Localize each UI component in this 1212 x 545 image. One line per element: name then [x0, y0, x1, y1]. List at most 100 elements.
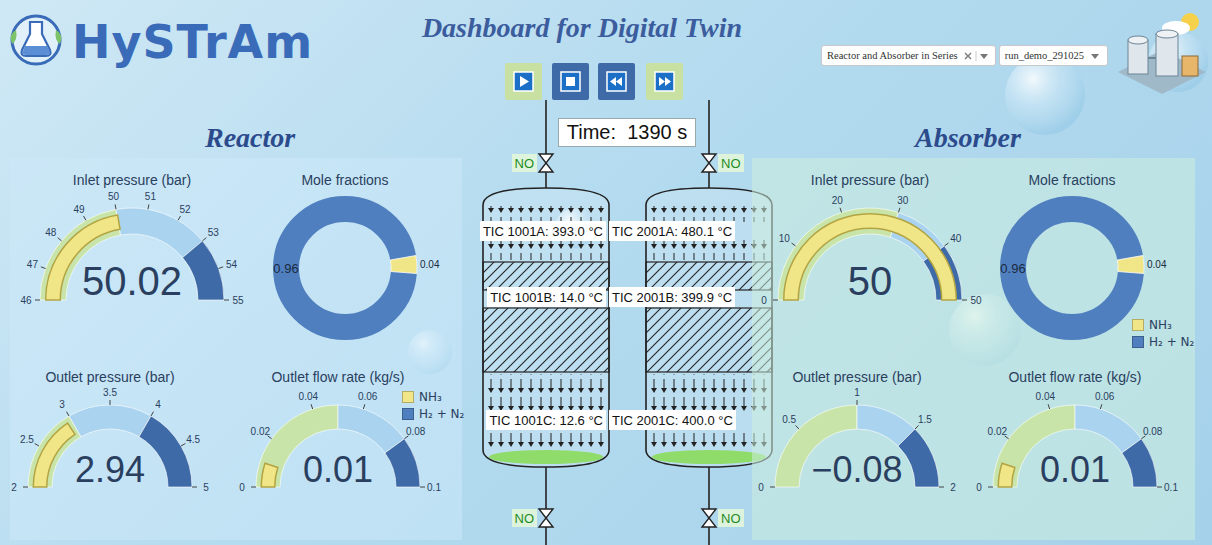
- gauge-tick: [363, 404, 365, 409]
- gauge-band: [898, 429, 939, 487]
- legend-text: NH₃: [1149, 318, 1172, 332]
- gauge-tick-label: 55: [232, 295, 243, 306]
- gauge-value-bar: [261, 463, 278, 487]
- gauge-tick: [915, 425, 919, 429]
- gauge-tick: [311, 404, 313, 409]
- gauge-tick-label: 46: [20, 295, 31, 306]
- pipe: [545, 100, 547, 188]
- gauge-tick: [84, 216, 87, 220]
- forward-button: [646, 63, 683, 100]
- gauge-tick: [1048, 404, 1050, 409]
- gauge-tick-label: 10: [779, 233, 790, 244]
- legend-swatch: [402, 408, 414, 420]
- gauge-value-bar: [33, 423, 75, 487]
- temperature-tag: TIC 2001C: 400.0 °C: [609, 410, 736, 430]
- node-text: TIC 1001C: 12.6 °C: [489, 413, 603, 428]
- gauge-tick-label: 0.08: [1143, 426, 1162, 437]
- gauge-band: [139, 416, 192, 487]
- stop-button: [552, 63, 589, 100]
- gauge-tick-label: 52: [179, 204, 190, 215]
- legend-item: H₂ + N₂: [402, 407, 464, 421]
- slice-value: 0.04: [420, 259, 439, 270]
- valve-symbol: [702, 509, 716, 527]
- gauge-band: [183, 241, 224, 300]
- pipe: [545, 467, 547, 545]
- pipe: [708, 100, 710, 188]
- temperature-tag: TIC 2001B: 399.9 °C: [609, 287, 735, 307]
- gauge-tick-label: 0.04: [1036, 391, 1055, 402]
- gauge-tick-label: 2: [950, 482, 956, 493]
- donut-slice: [1117, 256, 1144, 274]
- node-text: TIC 2001B: 399.9 °C: [612, 290, 732, 305]
- gauge-tick: [67, 412, 70, 416]
- gauge-tick: [23, 487, 28, 488]
- valve-symbol: [539, 154, 553, 172]
- gauge-tick: [420, 487, 425, 488]
- donut-ring: [286, 209, 404, 327]
- gauge-tick: [115, 204, 117, 209]
- gauge-title: Outlet flow rate (kg/s): [271, 369, 404, 385]
- caret-icon: [1091, 54, 1099, 59]
- node-text: NO: [515, 156, 535, 171]
- gauge-value-bar: [998, 463, 1015, 487]
- gauge-tick: [151, 412, 154, 416]
- valve-symbol: [702, 154, 716, 172]
- separator: [975, 51, 976, 61]
- gauge-tick: [962, 300, 967, 301]
- play-button: [505, 63, 542, 100]
- gauge-tick: [857, 400, 858, 405]
- gauge-tick-label: 4: [155, 399, 161, 410]
- gauge-band: [1122, 439, 1157, 487]
- gauge-tick: [35, 444, 39, 447]
- valve-status: NO: [718, 154, 744, 172]
- gauge-tick: [110, 400, 111, 405]
- gauge-tick-label: 40: [950, 233, 961, 244]
- gauge-value: 0.01: [303, 449, 373, 491]
- node-text: NO: [721, 511, 741, 526]
- node-text: TIC 2001A: 480.1 °C: [612, 224, 732, 239]
- temperature-tag: TIC 1001B: 14.0 °C: [487, 287, 606, 307]
- caret-icon: [980, 54, 988, 59]
- clear-icon: [965, 53, 971, 59]
- pipe: [708, 467, 710, 545]
- panel-heading: Absorber: [915, 122, 1021, 154]
- valve-status: NO: [718, 509, 744, 527]
- temperature-tag: TIC 1001A: 393.0 °C: [480, 221, 606, 241]
- gauge-tick-label: 0.08: [406, 426, 425, 437]
- gauge-band: [385, 439, 420, 487]
- gauge-band: [28, 416, 81, 487]
- gauge-tick-label: 1: [854, 387, 860, 398]
- dropdown: run_demo_291025: [999, 45, 1108, 66]
- gauge-tick-label: 0: [758, 482, 764, 493]
- legend-text: H₂ + N₂: [1149, 335, 1194, 349]
- gauge-tick: [944, 243, 948, 246]
- gauge-tick: [939, 487, 944, 488]
- rewind-button: [598, 63, 635, 100]
- slice-value: 0.96: [273, 261, 298, 276]
- gauge-value: 0.01: [1040, 449, 1110, 491]
- gauge-tick-label: 47: [27, 259, 38, 270]
- gauge-tick: [178, 216, 181, 220]
- legend-text: H₂ + N₂: [419, 407, 464, 421]
- gauge-title: Outlet pressure (bar): [45, 369, 174, 385]
- dropdown-text: run_demo_291025: [1005, 50, 1084, 61]
- gauge-tick-label: 53: [208, 227, 219, 238]
- gauge-title: Inlet pressure (bar): [73, 172, 191, 188]
- gauge-value: 50: [848, 259, 893, 304]
- gauge-tick-label: 20: [832, 195, 843, 206]
- gauge-tick-label: 0: [239, 482, 245, 493]
- gauge-value: −0.08: [811, 449, 902, 491]
- gauge-tick-label: 0.1: [1164, 482, 1178, 493]
- gauge-tick: [898, 208, 900, 213]
- dropdown: Reactor and Absorber in Series: [821, 45, 996, 66]
- gauge-tick: [988, 487, 993, 488]
- gauge-tick: [770, 487, 775, 488]
- donut-slice: [390, 256, 417, 274]
- dropdown-icons: [1090, 50, 1102, 62]
- dropdown-icons: [964, 50, 990, 62]
- panel-heading: Reactor: [205, 122, 295, 154]
- gauge-tick: [202, 238, 206, 241]
- gauge-tick: [773, 300, 778, 301]
- logo-text: HySTrAm: [72, 15, 313, 69]
